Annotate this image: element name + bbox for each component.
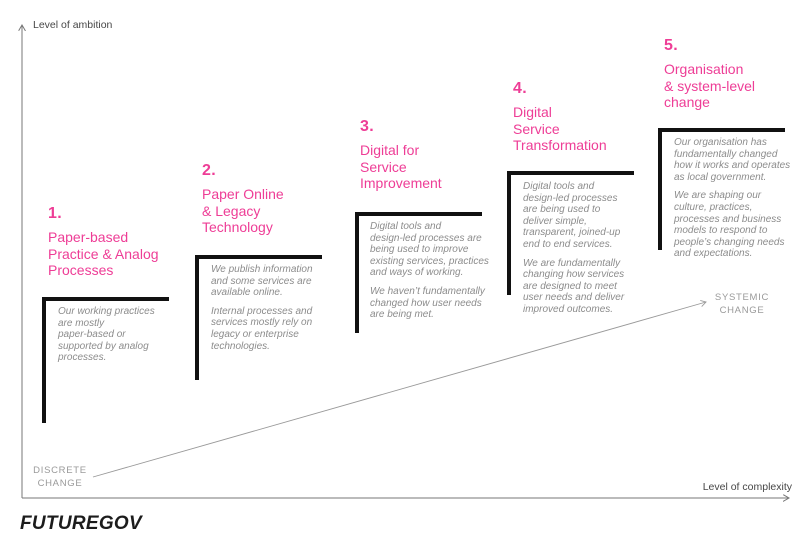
stage-3-title: Digital for Service Improvement [360,142,442,191]
stage-4-paragraph: We are fundamentally changing how servic… [523,257,625,315]
x-axis-label: Level of complexity [702,481,792,493]
stage-4-title: Digital Service Transformation [513,104,607,153]
stage-1-paragraph: Our working practices are mostly paper-b… [58,306,155,364]
stage-5-title: Organisation & system-level change [664,61,756,110]
stage-3-paragraph: Digital tools and design-led processes a… [370,221,489,279]
stage-4-bracket [507,171,634,295]
stage-4-number: 4. [513,80,527,97]
y-axis-label: Level of ambition [33,19,113,31]
systemic-change-label: SYSTEMIC CHANGE [714,292,770,316]
stage-3-bracket [355,212,482,333]
stage-2-heading: 2. Paper Online & Legacy Technology [202,162,284,236]
stage-3-description: Digital tools and design-led processes a… [370,221,506,328]
stage-2-paragraph: We publish information and some services… [211,264,313,299]
stage-1-title: Paper-based Practice & Analog Processes [48,229,159,278]
stage-1-description: Our working practices are mostly paper-b… [58,306,194,371]
stage-2-description: We publish information and some services… [211,264,347,359]
discrete-change-label: DISCRETE CHANGE [33,465,87,489]
stage-4-description: Digital tools and design-led processes a… [523,181,659,323]
stage-2-number: 2. [202,162,216,179]
stage-3-paragraph: We haven’t fundamentally changed how use… [370,285,485,321]
stage-3-heading: 3. Digital for Service Improvement [360,118,442,192]
stage-5-bracket [658,128,785,250]
stage-4-heading: 4. Digital Service Transformation [513,80,607,154]
stage-2-title: Paper Online & Legacy Technology [202,186,284,235]
stage-2-bracket [195,255,322,380]
stage-2-paragraph: Internal processes and services mostly r… [211,305,313,352]
stage-5-paragraph: Our organisation has fundamentally chang… [674,137,791,183]
stage-1-heading: 1. Paper-based Practice & Analog Process… [48,205,159,279]
stage-1-bracket [42,297,169,423]
stage-5-description: Our organisation has fundamentally chang… [674,137,810,267]
stage-5-paragraph: We are shaping our culture, practices, p… [674,190,785,260]
stage-4-paragraph: Digital tools and design-led processes a… [523,181,621,250]
stage-5-heading: 5. Organisation & system-level change [664,37,755,111]
futuregov-logo: FUTUREGOV [20,513,142,534]
stage-5-number: 5. [664,37,678,54]
stage-1-number: 1. [48,205,62,222]
stage-3-number: 3. [360,118,374,135]
